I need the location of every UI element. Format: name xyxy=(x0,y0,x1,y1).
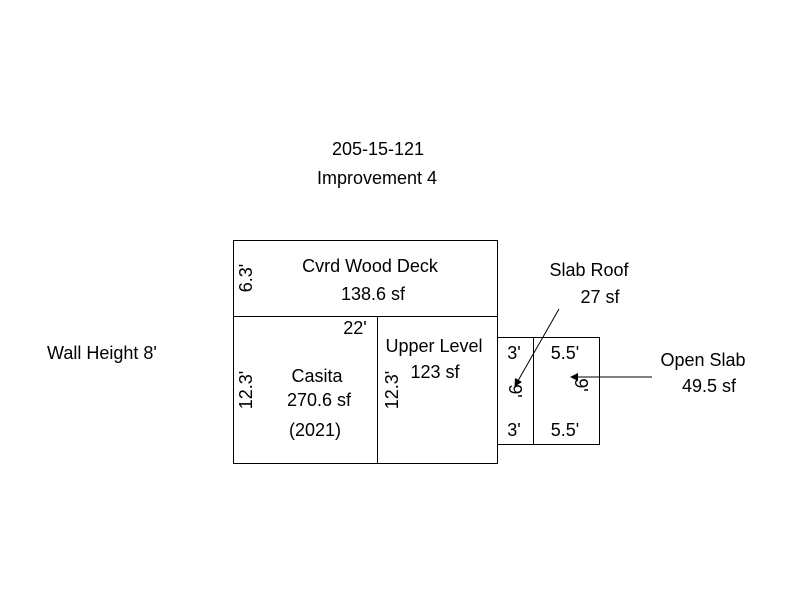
casita-name: Casita xyxy=(291,366,343,386)
upper-level-name: Upper Level xyxy=(385,336,482,356)
open-slab-top-dimension: 5.5' xyxy=(551,343,579,363)
slab-roof-arrow xyxy=(514,308,560,387)
casita-side-dimension: 12.3' xyxy=(236,371,256,409)
deck-outline xyxy=(233,240,498,317)
slab-roof-name: Slab Roof xyxy=(549,260,629,280)
open-slab-area: 49.5 sf xyxy=(682,376,737,396)
deck-name: Cvrd Wood Deck xyxy=(302,256,439,276)
slab-roof-bottom-dimension: 3' xyxy=(507,420,520,440)
improvement-label: Improvement 4 xyxy=(317,168,437,188)
slab-roof-side-dimension: 9' xyxy=(505,384,525,397)
open-slab-bottom-dimension: 5.5' xyxy=(551,420,579,440)
casita-year: (2021) xyxy=(289,420,341,440)
open-slab-side-dimension: 9' xyxy=(571,378,591,391)
parcel-number: 205-15-121 xyxy=(332,139,424,159)
slab-roof-top-dimension: 3' xyxy=(507,343,520,363)
open-slab-outline xyxy=(533,337,600,445)
open-slab-name: Open Slab xyxy=(660,350,745,370)
wall-height-label: Wall Height 8' xyxy=(47,343,157,363)
casita-area: 270.6 sf xyxy=(287,390,352,410)
slab-roof-area: 27 sf xyxy=(580,287,620,307)
upper-level-side-dimension: 12.3' xyxy=(382,371,402,409)
casita-top-dimension: 22' xyxy=(343,318,366,338)
deck-side-dimension: 6.3' xyxy=(236,264,256,292)
deck-area: 138.6 sf xyxy=(341,284,406,304)
upper-level-area: 123 sf xyxy=(410,362,460,382)
